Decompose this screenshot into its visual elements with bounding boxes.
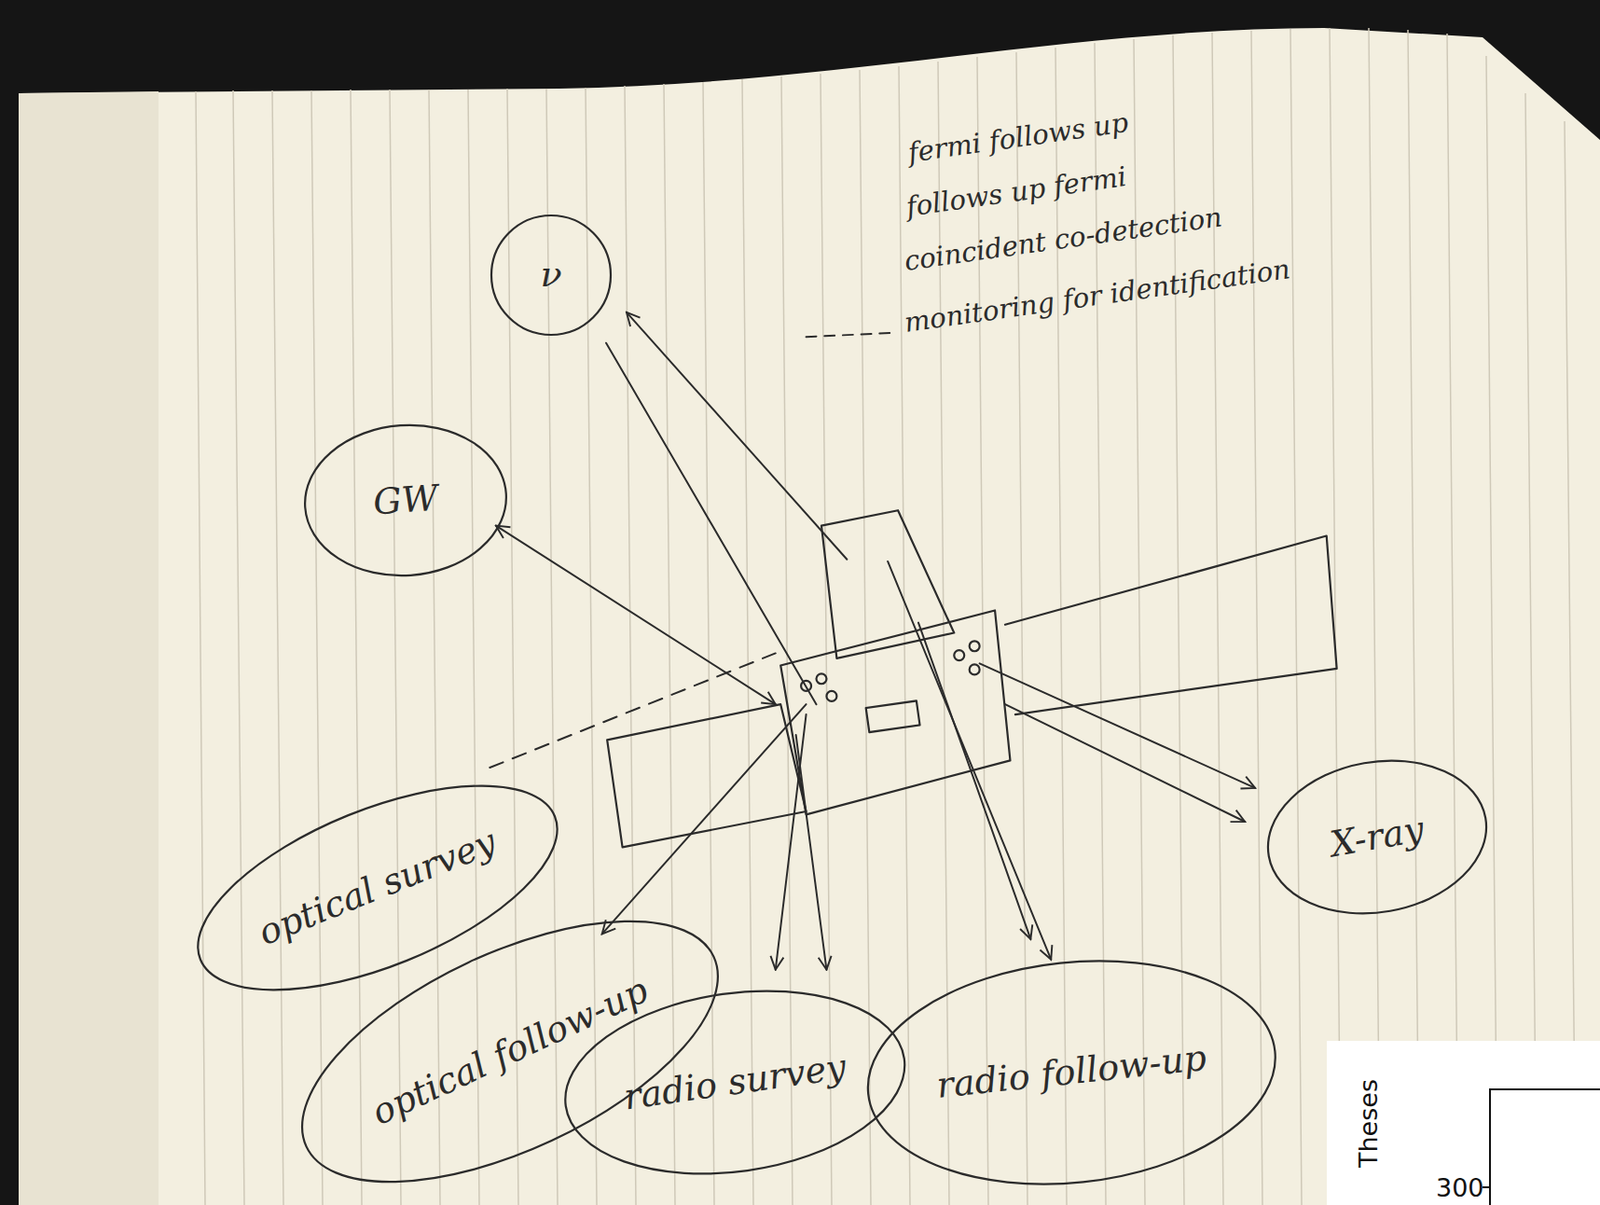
circle-text: GW xyxy=(372,478,440,523)
circle-text: optical survey xyxy=(253,822,502,953)
fermi-satellite xyxy=(606,510,1337,847)
chart-ground xyxy=(1326,1040,1600,1205)
chart-axis xyxy=(1489,1089,1600,1205)
circle-outline xyxy=(300,417,512,582)
circle-outline xyxy=(856,941,1287,1204)
circle-outline xyxy=(1255,743,1499,930)
page-stack xyxy=(18,91,159,1205)
circle-text: ν xyxy=(539,255,562,295)
circle-outline xyxy=(491,215,611,335)
circle-outline xyxy=(264,867,756,1205)
ruled-lines xyxy=(195,27,1576,1205)
chart-text: Theses xyxy=(1353,1078,1383,1168)
circle-text: X-ray xyxy=(1327,809,1428,865)
chart-fragment xyxy=(1326,1040,1600,1205)
circle-outline xyxy=(552,969,917,1194)
circle-text: radio survey xyxy=(620,1047,848,1118)
ink-circle: ν xyxy=(489,213,613,337)
notebook-page xyxy=(18,27,1600,1205)
ink-circle: GW xyxy=(298,415,514,584)
sketch-arrows xyxy=(489,312,1256,970)
circle-outline xyxy=(170,743,584,1032)
chart-text: 300 xyxy=(1435,1172,1485,1202)
circle-text: radio follow-up xyxy=(934,1038,1208,1106)
ink-circle: radio follow-up xyxy=(854,939,1288,1205)
